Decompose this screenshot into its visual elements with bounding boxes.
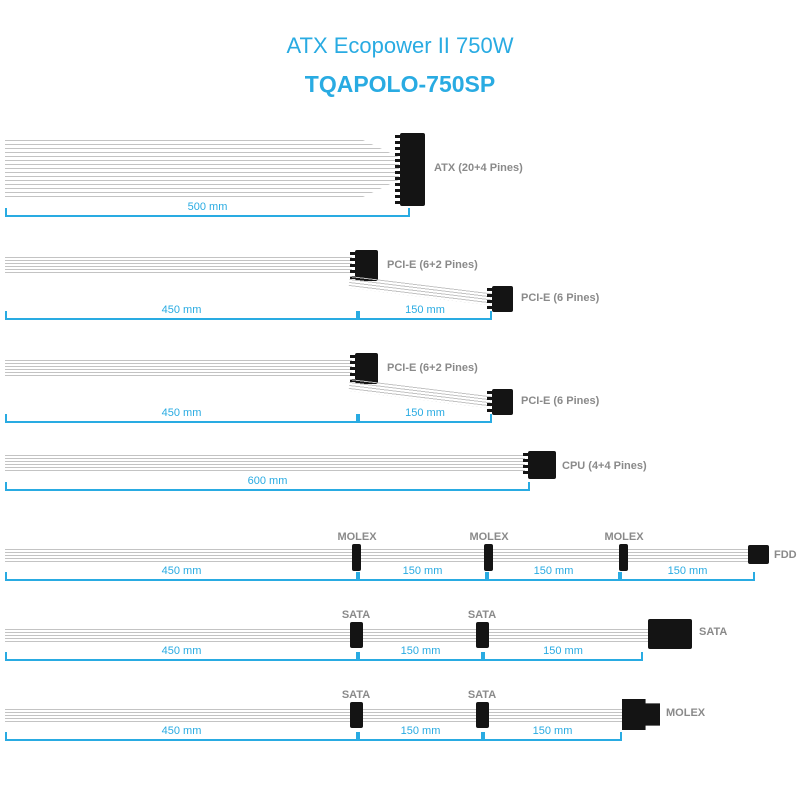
measurement-label: 150 mm <box>543 645 583 657</box>
molex-end-label: MOLEX <box>666 707 706 719</box>
cpu-connector <box>523 451 556 479</box>
molex-cable-ribbon <box>5 549 748 562</box>
measurement-sata2-150mm-1: 150 mm <box>358 725 483 741</box>
measurement-label: 450 mm <box>161 725 202 737</box>
measurement-label: 150 mm <box>532 725 573 737</box>
pcie2-connector-6plus2 <box>350 353 378 384</box>
pcie1-connector2-label: PCI-E (6 Pines) <box>521 292 600 304</box>
measurement-molex-450mm: 450 mm <box>5 565 358 581</box>
measurement-pcie2-150mm: 150 mm <box>358 407 492 423</box>
sata-connector-2 <box>476 622 489 648</box>
atx-cable-ribbon <box>5 140 363 197</box>
measurement-label: 600 mm <box>247 475 288 487</box>
measurement-sata2-450mm: 450 mm <box>5 725 358 741</box>
product-title: ATX Ecopower II 750W <box>286 33 514 58</box>
measurement-pcie1-150mm: 150 mm <box>358 304 492 320</box>
atx-connector-label: ATX (20+4 Pines) <box>434 162 523 174</box>
sata-label-2: SATA <box>467 609 497 621</box>
measurement-label: 150 mm <box>533 565 574 577</box>
molex-connector-2 <box>484 544 493 571</box>
fdd-connector <box>748 545 769 564</box>
molex-connector-1 <box>352 544 361 571</box>
measurement-label: 150 mm <box>667 565 708 577</box>
molex-label-2: MOLEX <box>469 531 509 543</box>
pcie1-connector-6 <box>487 286 513 312</box>
measurement-label: 150 mm <box>400 645 441 657</box>
cpu-cable-ribbon <box>5 455 525 473</box>
pcie1-connector-6plus2 <box>350 250 378 281</box>
pcie2-connector-label: PCI-E (6+2 Pines) <box>387 362 478 374</box>
atx-connector <box>395 133 425 206</box>
measurement-molex-150mm-3: 150 mm <box>620 565 755 581</box>
pcie1-connector-label: PCI-E (6+2 Pines) <box>387 259 478 271</box>
measurement-atx-500mm: 500 mm <box>5 201 410 217</box>
sata2-label-1: SATA <box>341 689 371 701</box>
sata2-label-2: SATA <box>467 689 497 701</box>
pcie1-cable-ribbon <box>5 257 352 274</box>
measurement-label: 450 mm <box>161 304 202 316</box>
molex-label-3: MOLEX <box>604 531 644 543</box>
measurement-label: 450 mm <box>161 407 202 419</box>
sata2-connector-2 <box>476 702 489 728</box>
sata-end-connector <box>648 619 692 649</box>
pcie1-extension-ribbon <box>348 276 492 306</box>
sata-molex-cable-ribbon <box>5 709 622 722</box>
sata-end-label: SATA <box>699 626 728 638</box>
pcie2-cable-ribbon <box>5 360 352 377</box>
measurement-label: 150 mm <box>405 304 445 316</box>
measurement-label: 500 mm <box>187 201 228 213</box>
sata-cable-ribbon <box>5 629 648 642</box>
measurement-molex-150mm-1: 150 mm <box>358 565 487 581</box>
measurement-label: 150 mm <box>402 565 443 577</box>
pcie2-connector-6 <box>487 389 513 415</box>
sata-connector-1 <box>350 622 363 648</box>
measurement-pcie2-450mm: 450 mm <box>5 407 358 423</box>
molex-label-1: MOLEX <box>337 531 377 543</box>
measurement-sata-450mm: 450 mm <box>5 645 358 661</box>
fdd-label: FDD <box>774 549 797 561</box>
molex-end-connector <box>622 699 660 730</box>
pcie2-connector2-label: PCI-E (6 Pines) <box>521 395 600 407</box>
measurement-molex-150mm-2: 150 mm <box>487 565 620 581</box>
molex-connector-3 <box>619 544 628 571</box>
cpu-connector-label: CPU (4+4 Pines) <box>562 460 647 472</box>
measurement-label: 150 mm <box>400 725 441 737</box>
measurement-sata2-150mm-2: 150 mm <box>483 725 622 741</box>
measurement-sata-150mm-2: 150 mm <box>483 645 643 661</box>
measurement-label: 450 mm <box>161 645 202 657</box>
measurement-pcie1-450mm: 450 mm <box>5 304 358 320</box>
atx-cable-fan <box>363 140 399 197</box>
sata2-connector-1 <box>350 702 363 728</box>
measurement-cpu-600mm: 600 mm <box>5 475 530 491</box>
measurement-label: 150 mm <box>405 407 445 419</box>
sata-label-1: SATA <box>341 609 371 621</box>
measurement-sata-150mm-1: 150 mm <box>358 645 483 661</box>
measurement-label: 450 mm <box>161 565 202 577</box>
pcie2-extension-ribbon <box>348 379 492 409</box>
product-model: TQAPOLO-750SP <box>304 71 496 97</box>
